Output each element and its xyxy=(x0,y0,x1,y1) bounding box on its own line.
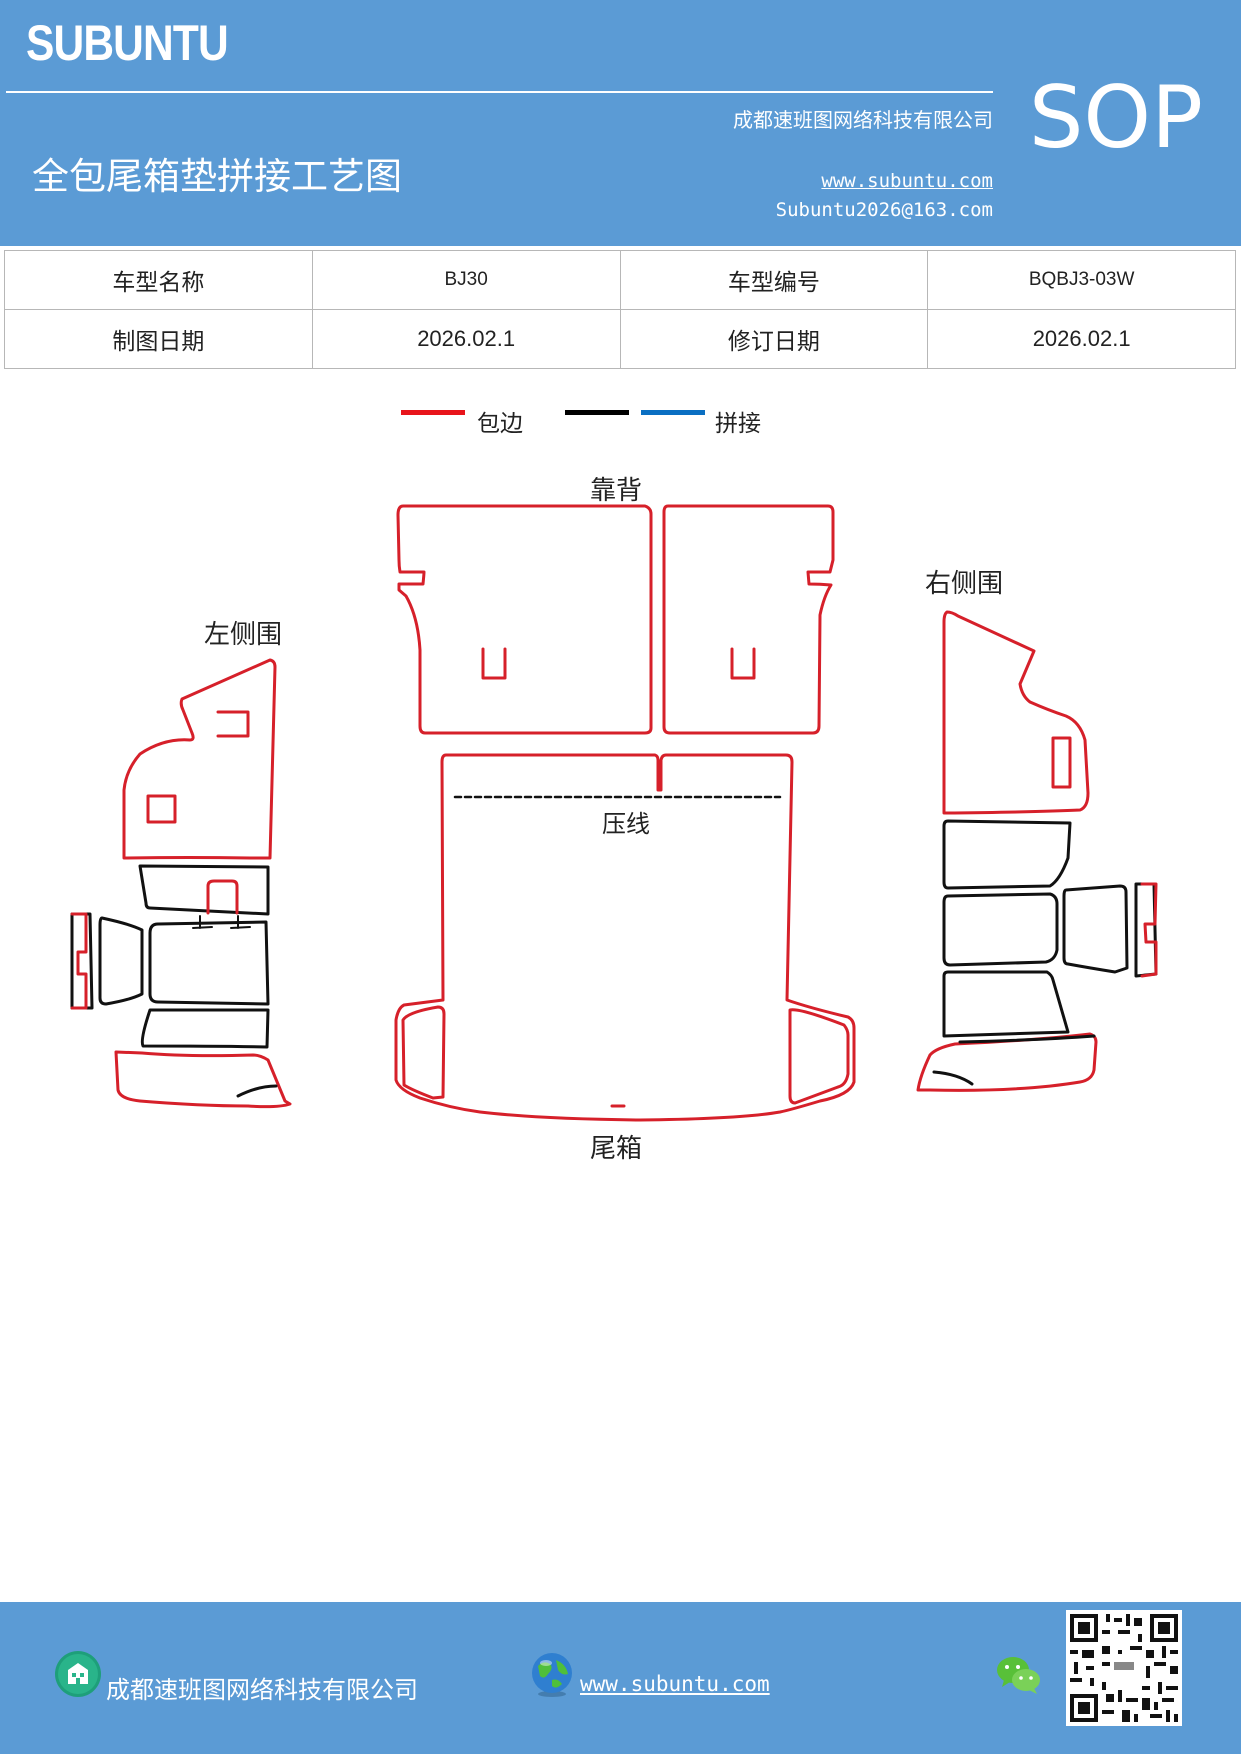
page-title: 全包尾箱垫拼接工艺图 xyxy=(32,155,402,198)
email-address: Subuntu2026@163.com xyxy=(775,199,993,221)
header-divider xyxy=(6,91,993,93)
sop-label: SOP xyxy=(1028,68,1203,168)
left-side-tab xyxy=(216,710,250,738)
right-side-label: 右侧围 xyxy=(925,569,1004,599)
legend-edge-line xyxy=(401,410,465,415)
building-icon xyxy=(55,1651,101,1697)
model-code-value: BQBJ3-03W xyxy=(927,250,1236,310)
revise-date-value: 2026.02.1 xyxy=(927,309,1236,369)
model-name-value: BJ30 xyxy=(311,250,621,310)
globe-icon xyxy=(532,1653,572,1697)
right-side-strip-2[interactable] xyxy=(942,970,1070,1038)
left-side-window xyxy=(146,794,177,824)
header-banner: SUBUNTU 成都速班图网络科技有限公司 全包尾箱垫拼接工艺图 www.sub… xyxy=(0,0,1241,246)
legend-black-line xyxy=(565,410,629,415)
table-row: 制图日期 2026.02.1 修订日期 2026.02.1 xyxy=(4,309,1236,369)
right-side-strip-1[interactable] xyxy=(942,819,1072,890)
qr-code xyxy=(1066,1610,1182,1726)
info-table: 车型名称 BJ30 车型编号 BQBJ3-03W 制图日期 2026.02.1 … xyxy=(4,250,1236,369)
left-side-lower-strip[interactable] xyxy=(140,1008,270,1049)
footer-banner: 成都速班图网络科技有限公司 www.subuntu.com xyxy=(0,1602,1241,1754)
right-side-end-cap-red xyxy=(1140,882,1158,978)
right-side-bottom-panel xyxy=(916,1032,1098,1092)
press-line-label: 压线 xyxy=(602,810,650,838)
website-link[interactable]: www.subuntu.com xyxy=(821,170,993,192)
left-side-bottom-panel xyxy=(114,1050,292,1109)
right-side-top-edge xyxy=(958,1034,1096,1044)
left-side-end-cap-red xyxy=(70,912,88,1010)
left-side-small-block[interactable] xyxy=(98,916,144,1006)
left-side-mid-block[interactable] xyxy=(148,920,270,1006)
left-side-upper-strip[interactable] xyxy=(138,864,270,916)
mat-diagram xyxy=(70,504,1158,1122)
left-side-tick-marks xyxy=(192,915,251,929)
right-side-top-panel xyxy=(942,610,1090,815)
model-name-label: 车型名称 xyxy=(4,250,313,310)
brand-logo: SUBUNTU xyxy=(26,15,229,71)
legend-edge-label: 包边 xyxy=(477,411,523,437)
trunk-left-flap xyxy=(401,1005,446,1100)
right-side-side-block[interactable] xyxy=(1062,884,1129,974)
table-row: 车型名称 BJ30 车型编号 BQBJ3-03W xyxy=(4,250,1236,310)
backrest-left-panel xyxy=(396,504,653,735)
trunk-right-flap xyxy=(788,1008,850,1105)
legend: 包边 拼接 xyxy=(0,400,1241,440)
company-name: 成都速班图网络科技有限公司 xyxy=(733,108,993,132)
footer-website-link[interactable]: www.subuntu.com xyxy=(580,1672,770,1696)
right-side-block[interactable] xyxy=(942,892,1059,967)
trunk-label: 尾箱 xyxy=(590,1134,643,1164)
trunk-floor-panel xyxy=(394,753,856,1122)
right-side-window xyxy=(1051,736,1072,789)
legend-splice-line xyxy=(641,410,705,415)
footer-company: 成都速班图网络科技有限公司 xyxy=(106,1676,418,1704)
legend-splice-label: 拼接 xyxy=(715,411,761,437)
left-side-end-cap[interactable] xyxy=(70,912,94,1010)
left-side-red-tab xyxy=(206,879,239,915)
left-side-label: 左侧围 xyxy=(204,620,283,650)
draw-date-label: 制图日期 xyxy=(4,309,313,369)
draw-date-value: 2026.02.1 xyxy=(311,309,621,369)
wechat-icon[interactable] xyxy=(996,1654,1042,1696)
backrest-label: 靠背 xyxy=(590,476,643,506)
backrest-left-notch xyxy=(481,647,507,680)
left-side-top-panel xyxy=(122,658,277,860)
model-code-label: 车型编号 xyxy=(619,250,929,310)
left-side-bottom-line xyxy=(236,1084,278,1098)
backrest-right-panel xyxy=(662,504,835,735)
right-side-bottom-line xyxy=(932,1070,974,1086)
backrest-right-notch xyxy=(730,647,756,680)
revise-date-label: 修订日期 xyxy=(619,309,929,369)
